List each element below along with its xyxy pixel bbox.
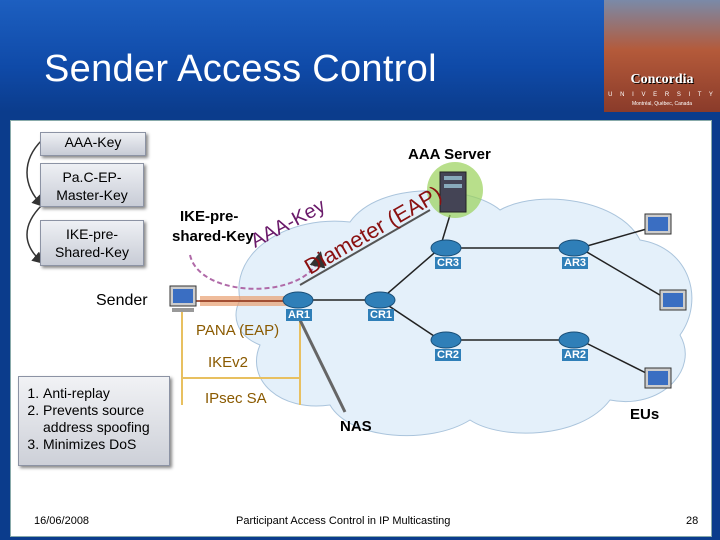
eu-computer-icon-3 (644, 367, 672, 389)
link-cr1-cr2 (379, 299, 441, 341)
logo-location: Montréal, Québec, Canada (631, 101, 693, 107)
router-label-cr1: CR1 (368, 309, 395, 321)
ike-shared-label-2: shared-Key (172, 228, 254, 245)
key-arrow-1 (26, 139, 45, 208)
link-ar3-eu2 (579, 247, 666, 299)
benefit-item: Prevents source address spoofing (43, 402, 169, 436)
router-cr2 (430, 331, 462, 349)
router-ar2 (558, 331, 590, 349)
router-cr1 (364, 291, 396, 309)
footer-title: Participant Access Control in IP Multica… (236, 515, 451, 527)
aaa-key-text: AAA-Key (64, 134, 122, 150)
nas-label: NAS (340, 418, 372, 435)
ike-line2: Shared-Key (55, 244, 129, 260)
ike-shared-label-1: IKE-pre- (180, 208, 239, 225)
sender-label: Sender (96, 292, 148, 309)
eu-computer-icon-2 (659, 289, 687, 311)
eus-label: EUs (630, 406, 660, 423)
nas-arrow (298, 319, 347, 413)
ike-line1: IKE-pre- (65, 226, 119, 242)
pana-label: PANA (EAP) (196, 322, 280, 339)
slide-header: Sender Access Control Concordia U N I V … (0, 0, 720, 112)
ipsec-label: IPsec SA (205, 390, 267, 407)
diameter-arrow (299, 209, 431, 286)
benefit-item: Anti-replay (43, 385, 169, 402)
aaa-key-box: AAA-Key (40, 132, 146, 156)
ikev2-label: IKEv2 (208, 354, 249, 371)
page-number: 28 (686, 515, 699, 527)
logo-word: Concordia (630, 72, 694, 87)
router-ar3 (558, 239, 590, 257)
eu-computer-icon-1 (644, 213, 672, 235)
link-ar3-eu (579, 227, 651, 249)
sender-computer-icon (169, 285, 197, 312)
pac-line2: Master-Key (56, 187, 128, 203)
aaa-server-icon (427, 162, 483, 218)
ike-shared-key-box: IKE-pre- Shared-Key (40, 220, 144, 266)
pac-master-key-box: Pa.C-EP- Master-Key (40, 163, 144, 207)
aaa-server-label: AAA Server (408, 146, 491, 163)
router-cr3 (430, 239, 462, 257)
router-label-ar3: AR3 (562, 257, 589, 269)
router-label-cr2: CR2 (435, 349, 462, 361)
ike-key-curve (189, 251, 326, 290)
slide-title: Sender Access Control (44, 48, 437, 90)
benefits-box: Anti-replay Prevents source address spoo… (18, 376, 170, 466)
university-logo: Concordia U N I V E R S I T Y Montréal, … (604, 0, 720, 112)
logo-subtitle: U N I V E R S I T Y (608, 92, 716, 98)
footer-date: 16/06/2008 (34, 515, 90, 527)
benefits-list: Anti-replay Prevents source address spoo… (19, 385, 169, 453)
benefit-item: Minimizes DoS (43, 436, 169, 453)
router-ar1 (282, 291, 314, 309)
router-label-ar1: AR1 (286, 309, 313, 321)
router-label-cr3: CR3 (435, 257, 462, 269)
pac-line1: Pa.C-EP- (62, 169, 122, 185)
link-ar2-eu (579, 339, 651, 376)
router-label-ar2: AR2 (562, 349, 589, 361)
key-arrow-2 (26, 204, 45, 264)
link-cr1-cr3 (379, 247, 441, 301)
